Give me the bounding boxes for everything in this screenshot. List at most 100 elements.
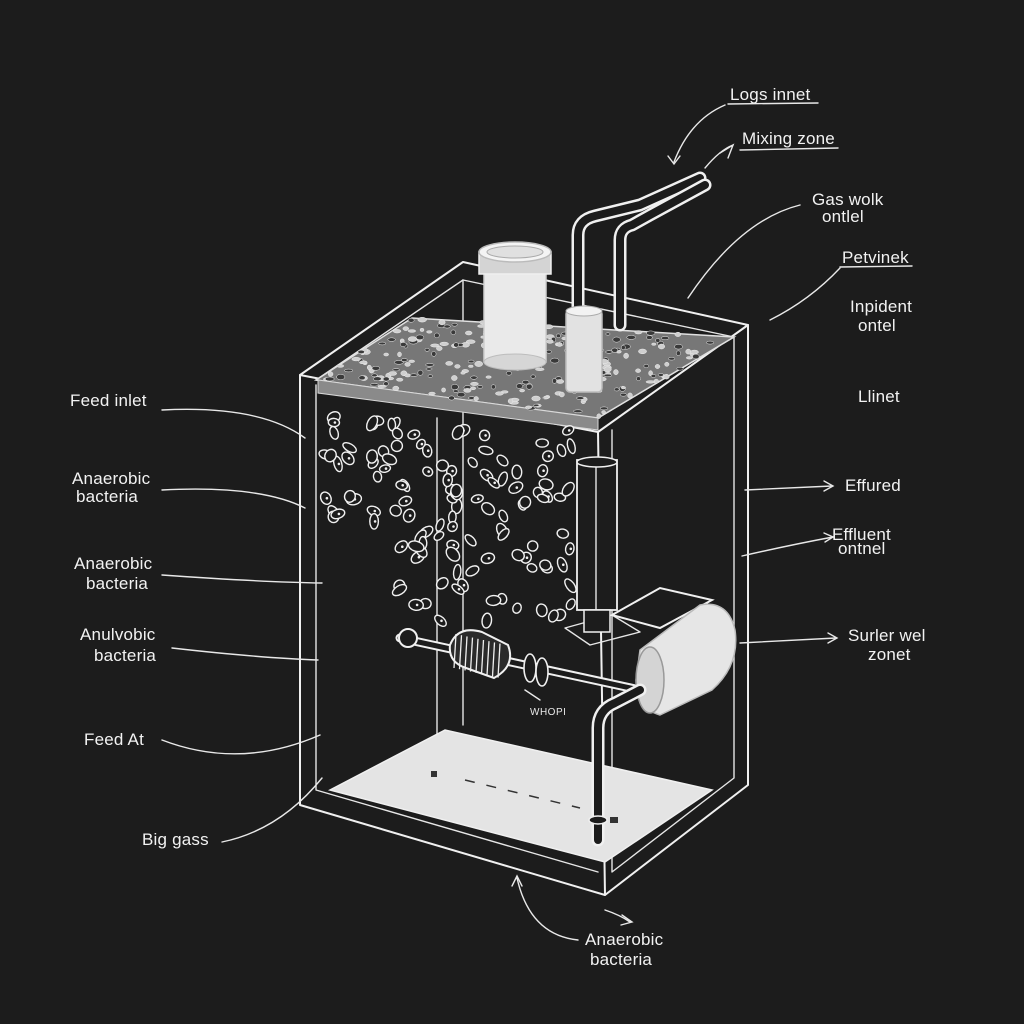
bacterium-nucleus: [405, 499, 408, 503]
media-granule: [392, 368, 400, 372]
label-big-gass: Big gass: [142, 830, 209, 849]
media-granule: [505, 371, 512, 376]
bacterium: [365, 449, 379, 464]
mixer-shaft-core: [397, 635, 643, 693]
bacterium-nucleus: [525, 556, 529, 559]
bacterium: [518, 495, 532, 509]
mixer-end-cap: [398, 628, 418, 648]
media-granule: [519, 388, 525, 393]
bacterium: [535, 603, 548, 618]
bacterium: [435, 518, 445, 532]
media-granule: [426, 330, 433, 334]
media-granule: [404, 362, 411, 367]
bacterium-nucleus: [347, 457, 351, 460]
left-front-wall-inner: [315, 384, 599, 873]
media-granule: [664, 361, 670, 367]
media-granule: [397, 351, 402, 358]
media-granule: [689, 349, 699, 355]
media-granule: [417, 317, 427, 323]
media-granule: [430, 343, 440, 348]
jar-opening: [486, 245, 544, 259]
media-granule: [634, 330, 643, 335]
label-effluent-1: Effluent: [832, 525, 891, 544]
media-granule: [460, 371, 466, 375]
bacterium: [556, 528, 570, 539]
granular-media: [313, 317, 737, 431]
bacterium: [481, 612, 493, 629]
media-granule: [407, 318, 415, 323]
media-granule: [685, 356, 693, 360]
shaft-collar-1: [523, 653, 537, 683]
media-granule: [404, 373, 411, 378]
media-granule: [424, 348, 430, 352]
label-feed-at: Feed At: [84, 730, 144, 749]
bacterium: [538, 478, 554, 491]
impeller-fin: [475, 638, 479, 673]
motor-tag-leader: [524, 689, 541, 701]
media-granule: [324, 376, 335, 382]
media-granule: [535, 367, 545, 371]
bacterium: [381, 453, 398, 466]
media-granule: [543, 395, 549, 399]
bacterium-nucleus: [373, 520, 377, 523]
media-granule: [336, 364, 345, 368]
bacterium: [564, 578, 577, 594]
impeller-fins: [453, 633, 501, 678]
motor-tag: WHOPI: [530, 707, 566, 718]
media-granule: [612, 336, 621, 343]
media-granule: [474, 360, 483, 367]
label-anaerobic-1b: bacteria: [76, 487, 138, 506]
bacterium: [485, 594, 502, 607]
label-anulvobic-a: Anulvobic: [80, 625, 156, 644]
leader-effluent: [741, 536, 834, 557]
media-granule: [436, 345, 443, 351]
bacterium-nucleus: [542, 469, 545, 473]
media-granule: [450, 384, 459, 390]
media-granule: [646, 330, 656, 336]
floor-marker: [431, 771, 437, 777]
media-granule: [601, 410, 606, 415]
impeller-fin: [453, 633, 457, 669]
bacterium-nucleus: [337, 462, 341, 466]
media-granule: [660, 336, 670, 340]
media-granule: [485, 375, 492, 379]
bacterium: [496, 454, 509, 467]
motor-box-top: [609, 586, 715, 630]
bacterium: [497, 471, 509, 487]
media-granule: [556, 333, 561, 338]
media-granule: [344, 368, 354, 373]
bacterium: [512, 602, 522, 614]
bacterium: [324, 448, 337, 463]
leader-logs-innet: [673, 104, 726, 163]
outlet-tube-cap: [576, 456, 618, 468]
floor-marker-2: [610, 817, 618, 823]
media-granule: [428, 391, 436, 396]
bacterium: [450, 483, 463, 498]
shaft-collar-2: [535, 657, 549, 687]
media-granule: [357, 349, 365, 354]
media-granule: [654, 364, 661, 369]
bacterium: [547, 609, 559, 623]
motor: [588, 586, 737, 847]
drain-pipe-joint: [588, 815, 608, 825]
bacterium: [565, 598, 576, 611]
media-granule: [454, 364, 461, 369]
label-anaerobic-bottom-a: Anaerobic: [585, 930, 664, 949]
bacterium: [391, 583, 408, 597]
media-granule: [366, 364, 372, 371]
media-granule: [417, 369, 424, 376]
media-granule: [603, 366, 612, 373]
gas-pipe: [565, 171, 712, 393]
media-granule: [620, 392, 627, 397]
media-granule: [550, 357, 560, 364]
bacterium: [433, 530, 445, 542]
media-granule: [378, 341, 386, 346]
media-granule: [648, 370, 653, 377]
label-surler-1: Surler wel: [848, 626, 926, 645]
bacterium: [526, 563, 538, 573]
media-granule: [530, 374, 536, 379]
media-granule: [573, 409, 583, 413]
leader-bottom-right: [604, 909, 631, 923]
media-granule: [407, 329, 416, 333]
underline-petvinek: [839, 265, 913, 268]
